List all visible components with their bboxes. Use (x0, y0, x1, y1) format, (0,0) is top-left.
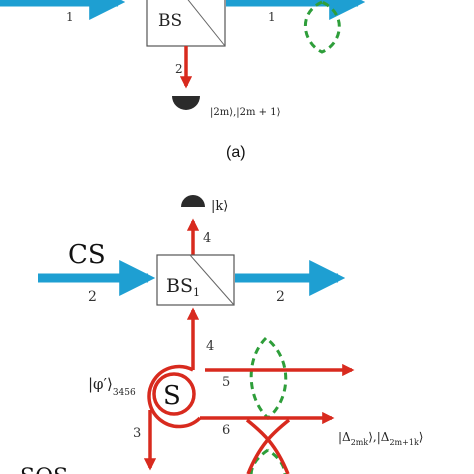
state-label: |φ′⟩3456 (88, 375, 136, 398)
port-label-in-b: 2 (88, 289, 97, 305)
cs-label: CS (68, 240, 106, 270)
port-label-in: 1 (66, 10, 74, 24)
caption-a: (a) (226, 144, 246, 161)
port-label-down: 2 (175, 62, 183, 76)
port-label-5: 5 (222, 375, 230, 390)
squeezing-lens-a (303, 0, 341, 54)
sqs-label: SQS (20, 465, 68, 474)
bs1-label: BS1 (166, 275, 200, 299)
port-label-6: 6 (222, 423, 230, 438)
detector-b-label: |k⟩ (211, 199, 228, 214)
detector-a-icon (172, 96, 200, 110)
port-label-out: 1 (268, 10, 276, 24)
squeezing-lens-upper (249, 335, 288, 420)
beam-crossing (245, 418, 291, 474)
panel-a: 1 BS 1 2 |2m⟩,|2m + 1⟩ (a) (0, 0, 366, 161)
output-state-label: |Δ2mk⟩,|Δ2m+1k⟩ (338, 430, 423, 447)
source-s: S (152, 372, 196, 416)
port-label-out-b: 2 (276, 289, 285, 305)
port-label-3: 3 (133, 426, 141, 441)
bs-label: BS (158, 11, 182, 31)
detector-b-icon (181, 195, 205, 207)
detector-a-label: |2m⟩,|2m + 1⟩ (210, 107, 281, 118)
port-label-4-bottom: 4 (206, 339, 214, 354)
beam-splitter-bs: BS (146, 0, 226, 47)
source-label: S (163, 381, 181, 411)
beam-splitter-bs1: BS1 (156, 254, 235, 306)
panel-b: |k⟩ 4 CS 2 BS1 2 4 5 6 (20, 195, 423, 474)
beam-loop (147, 364, 202, 429)
port-label-4-top: 4 (203, 231, 211, 246)
